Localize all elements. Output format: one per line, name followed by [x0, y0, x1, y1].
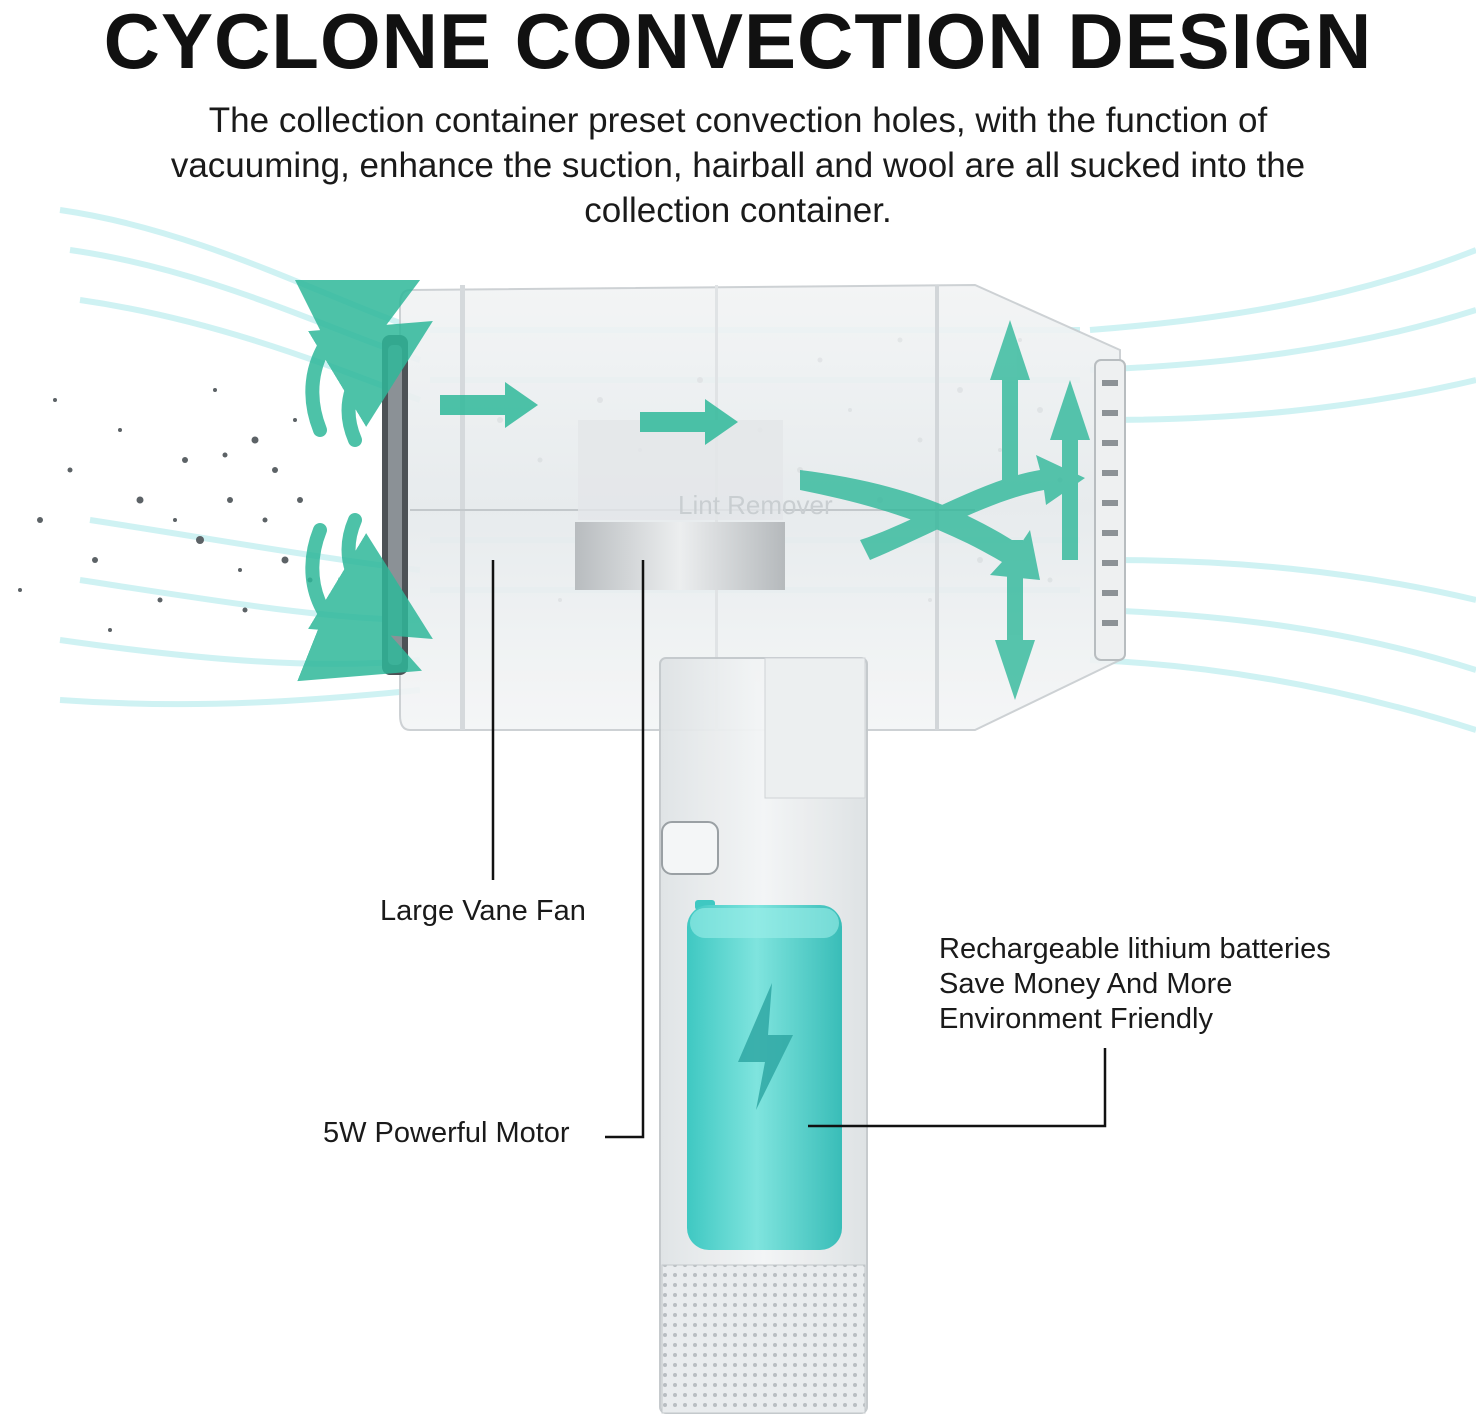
exhaust-arrows — [800, 320, 1090, 700]
battery-callout-line-2: Save Money And More — [939, 968, 1233, 1000]
motor-callout-line — [605, 560, 645, 1139]
product-label: Lint Remover — [678, 490, 833, 520]
intake-arrows — [294, 279, 433, 682]
motor — [575, 420, 785, 590]
fan-callout-label: Large Vane Fan — [380, 895, 586, 927]
filter-grille — [382, 335, 408, 675]
battery-callout-line-1: Rechargeable lithium batteries — [939, 933, 1331, 965]
description: The collection container preset convecti… — [170, 101, 1306, 230]
battery-callout-line-3: Environment Friendly — [939, 1003, 1213, 1035]
airflow-arrow-icon — [440, 382, 738, 445]
page-title: CYCLONE CONVECTION DESIGN — [103, 0, 1373, 85]
callout-lines — [491, 560, 1107, 1139]
motor-callout-label: 5W Powerful Motor — [323, 1117, 570, 1149]
battery-callout-label: Rechargeable lithium batteries Save Mone… — [939, 932, 1331, 1037]
battery-callout-line — [808, 1048, 1107, 1128]
power-button[interactable] — [661, 821, 719, 875]
rear-vent — [1094, 359, 1126, 661]
lightning-bolt-icon — [738, 983, 793, 1110]
